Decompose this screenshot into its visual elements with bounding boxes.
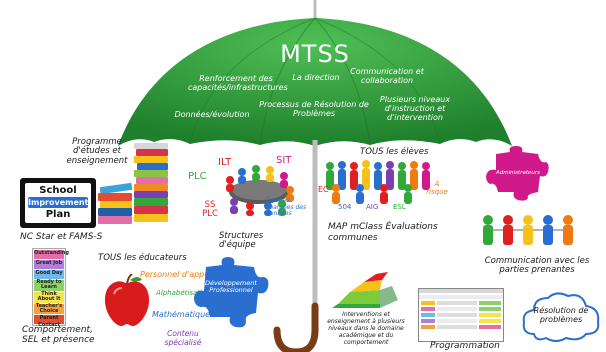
umbrella-shaft [312, 140, 318, 312]
504-label: 504 [338, 203, 352, 211]
umbrella-canopy [118, 18, 512, 146]
school-improvement-plan-icon: School Improvement Plan [20, 178, 96, 228]
chart-level-6: Teacher's Choice [34, 303, 64, 314]
chart-level-3: Good Day [34, 270, 64, 279]
team-structures-label: Structures d'équipe [219, 231, 264, 251]
tier-pyramid-icon [332, 272, 398, 308]
cloud-icon [522, 292, 600, 342]
chart-level-5: Think About It [34, 292, 64, 303]
puzzle-piece-icon [194, 257, 269, 328]
data-teams-label: Équipes chargées des données [266, 197, 307, 218]
linked-people-icon [483, 215, 573, 245]
book-stack-icon [96, 143, 174, 225]
umbrella-problem-solving: Processus de Résolution de Problèmes [259, 100, 369, 119]
aig-label: AIG [366, 203, 379, 211]
admin-piece-label: Administrateurs [496, 170, 540, 176]
ec-label: EC [318, 185, 329, 194]
support-staff-label: Personnel d'appui [140, 270, 212, 279]
umbrella-data: Données/évolution [174, 110, 250, 119]
umbrella-communication: Communication et collaboration [350, 67, 424, 86]
all-educators-label: TOUS les éducateurs [98, 253, 187, 263]
schedule-table-icon [418, 288, 504, 342]
chart-level-4: Ready to Learn [34, 280, 64, 291]
curriculum-label: Programme d'études et enseignement [66, 137, 128, 166]
apple-icon [104, 274, 150, 327]
ss-plc-label: SS PLC [202, 200, 218, 220]
math-label: Mathématiques [152, 310, 215, 319]
scheduling-label: Programmation [430, 341, 500, 351]
umbrella-leadership: La direction [292, 73, 340, 82]
problem-solving-label: Résolution de problèmes [533, 306, 589, 325]
nc-star-label: NC Star et FAMS-S [20, 232, 103, 242]
sip-line-3: Plan [45, 209, 71, 220]
students-group-icon [326, 160, 430, 204]
umbrella-tiers: Plusieurs niveaux d'instruction et d'int… [379, 95, 451, 123]
ilt-label: ILT [218, 157, 232, 168]
literacy-label: Alphabétisation [156, 289, 211, 297]
umbrella-handle [273, 302, 319, 352]
sip-line-2: Improvement [28, 197, 89, 208]
chart-level-1: Outstanding [34, 250, 69, 259]
at-risk-label: À risque [426, 180, 448, 197]
sit-label: SIT [276, 155, 292, 166]
all-students-label: TOUS les élèves [360, 147, 429, 157]
behaviour-label: Comportement, SEL et présence [22, 325, 95, 345]
chart-level-7: Parent Contact [34, 315, 64, 328]
stakeholder-comm-label: Communication avec les parties prenantes [484, 256, 590, 276]
assessments-label: MAP mClass Évaluations communes [328, 222, 438, 243]
team-meeting-icon [226, 165, 294, 216]
admin-puzzle-icon [486, 146, 549, 201]
plc-label: PLC [188, 171, 207, 182]
behaviour-clip-chart-icon: Outstanding Great Job Good Day Ready to … [32, 248, 69, 328]
umbrella-capacity: Renforcement des capacités/infrastructur… [188, 74, 288, 93]
chart-level-2: Great Job [34, 260, 64, 269]
interventions-label: Interventions et enseignement à plusieur… [327, 311, 405, 346]
special-content-label: Contenu spécialisé [164, 329, 202, 347]
umbrella-title: MTSS [280, 40, 350, 68]
pd-piece-label: Développement Professionnel [205, 279, 257, 295]
sip-line-1: School [39, 185, 77, 196]
esl-label: ESL [393, 203, 406, 211]
